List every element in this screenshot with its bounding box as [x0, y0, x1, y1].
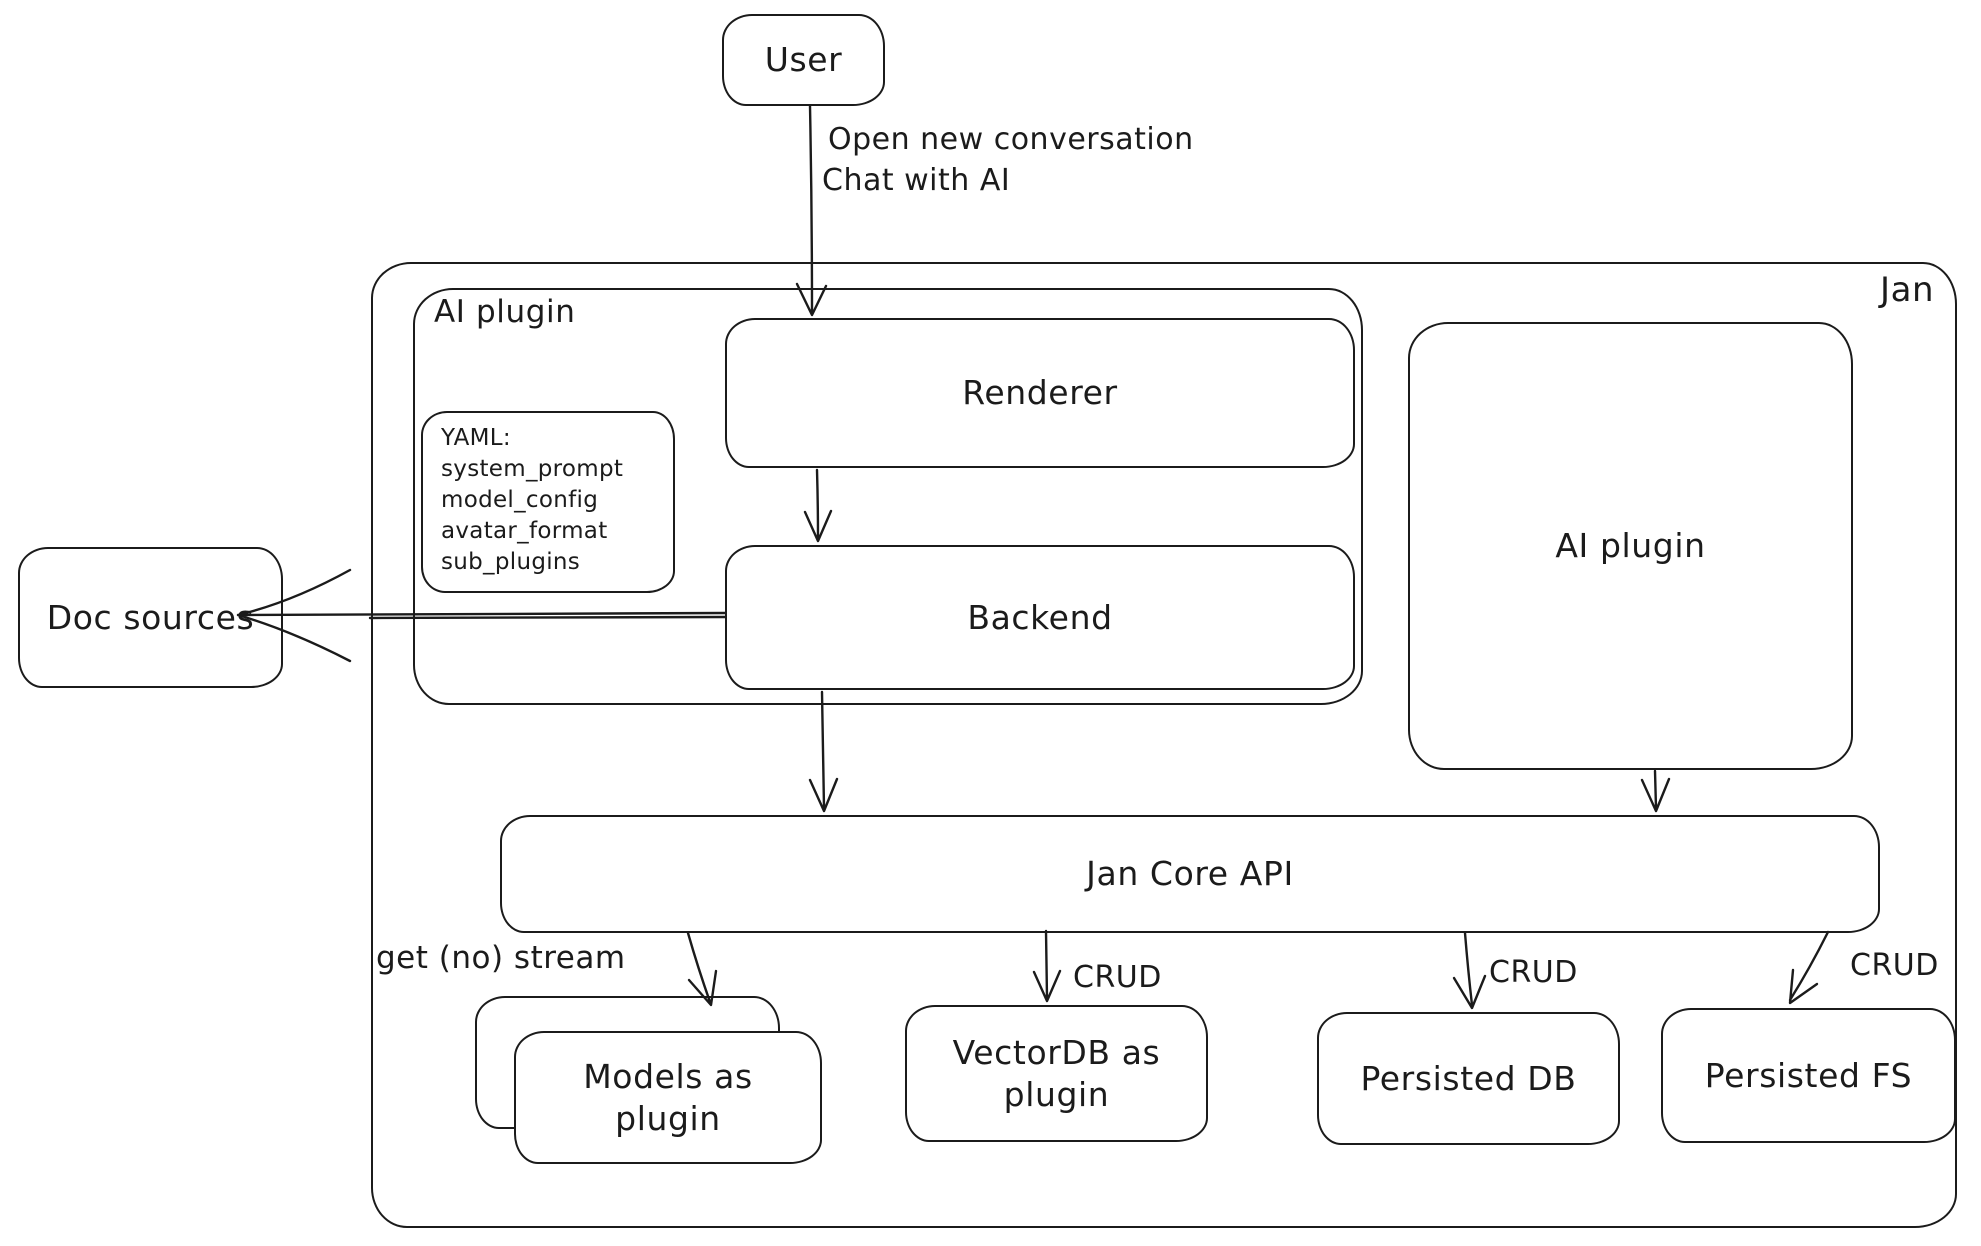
node-user-label: User: [764, 40, 843, 80]
node-models-as-plugin-label: Models as plugin: [583, 1057, 753, 1138]
edge-label-crud-vectordb: CRUD: [1073, 960, 1162, 995]
node-ai-plugin-right-label: AI plugin: [1555, 526, 1706, 566]
node-vectordb-as-plugin: VectorDB as plugin: [905, 1005, 1208, 1142]
edge-label-get-no-stream: get (no) stream: [376, 940, 626, 976]
node-renderer: Renderer: [725, 318, 1355, 468]
yaml-line: system_prompt: [441, 456, 624, 482]
node-doc-sources: Doc sources: [18, 547, 283, 688]
node-backend-label: Backend: [967, 597, 1113, 637]
edge-label-open-new-conversation: Open new conversation: [828, 122, 1194, 157]
yaml-note: YAML: system_prompt model_config avatar_…: [421, 411, 675, 593]
node-renderer-label: Renderer: [962, 373, 1118, 413]
node-doc-sources-label: Doc sources: [46, 597, 255, 637]
node-models-as-plugin: Models as plugin: [514, 1031, 822, 1164]
node-persisted-db: Persisted DB: [1317, 1012, 1620, 1145]
edge-label-crud-db: CRUD: [1489, 955, 1578, 990]
node-jan-core-api-label: Jan Core API: [1086, 854, 1294, 894]
yaml-line: model_config: [441, 487, 599, 513]
yaml-line: YAML:: [441, 425, 511, 451]
node-ai-plugin-right: AI plugin: [1408, 322, 1853, 770]
edge-label-crud-fs: CRUD: [1850, 948, 1939, 983]
node-persisted-fs-label: Persisted FS: [1704, 1055, 1913, 1095]
node-persisted-db-label: Persisted DB: [1360, 1058, 1577, 1098]
jan-container: [371, 262, 1957, 1228]
node-persisted-fs: Persisted FS: [1661, 1008, 1956, 1143]
node-backend: Backend: [725, 545, 1355, 690]
jan-container-label: Jan: [1880, 270, 1935, 310]
yaml-line: avatar_format: [441, 518, 608, 544]
ai-plugin-container-label: AI plugin: [434, 294, 576, 330]
ai-plugin-container: [413, 288, 1363, 705]
node-jan-core-api: Jan Core API: [500, 815, 1880, 933]
edge-label-chat-with-ai: Chat with AI: [822, 163, 1011, 198]
yaml-line: sub_plugins: [441, 549, 581, 575]
node-user: User: [722, 14, 885, 106]
node-vectordb-as-plugin-label: VectorDB as plugin: [952, 1033, 1161, 1114]
